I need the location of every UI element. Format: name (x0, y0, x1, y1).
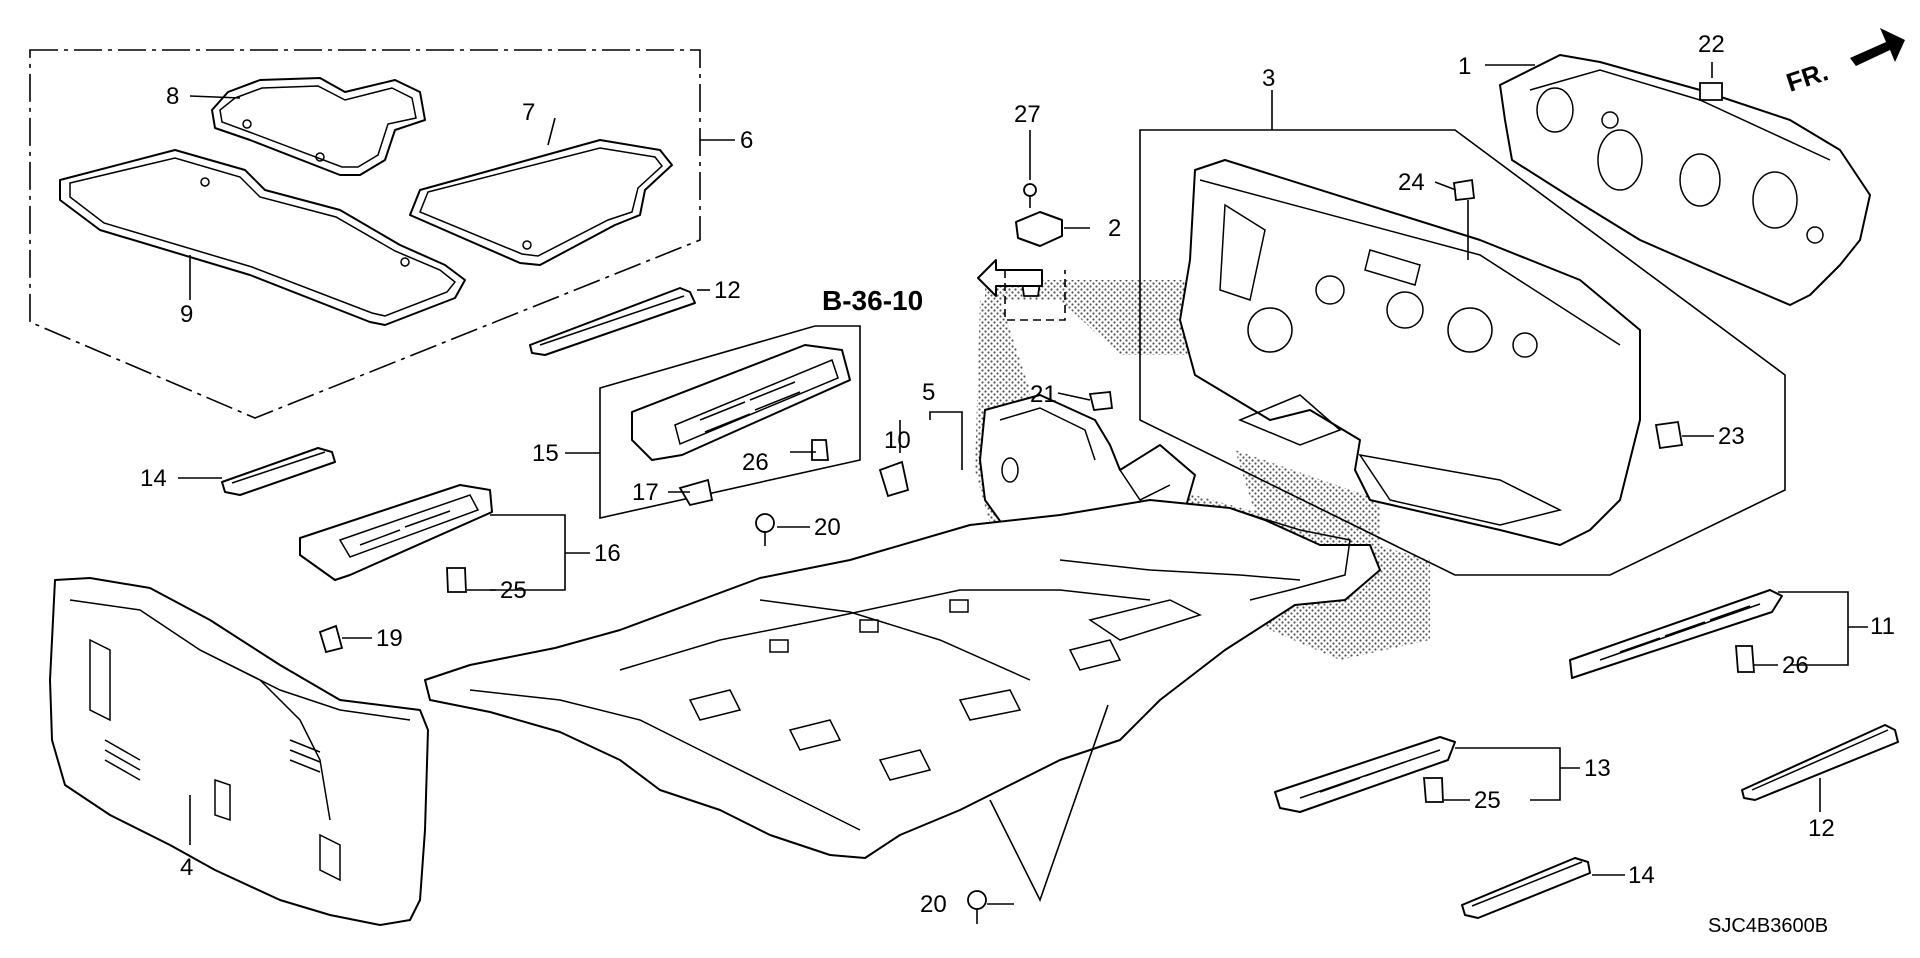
clip-25-right (1423, 777, 1444, 803)
callout-14-left: 14 (140, 465, 167, 492)
bracket-2 (1015, 211, 1063, 247)
callout-13: 13 (1584, 755, 1611, 782)
callout-12-upper: 12 (714, 277, 741, 304)
callout-2: 2 (1108, 215, 1121, 242)
group-bracket-16 (490, 514, 590, 591)
callout-21: 21 (1030, 381, 1057, 408)
callout-27: 27 (1014, 101, 1041, 128)
callout-26-upper: 26 (742, 449, 769, 476)
sill-garnish-12-right (1741, 724, 1899, 801)
scuff-plate-13 (1274, 736, 1456, 813)
callout-3: 3 (1262, 65, 1275, 92)
floor-mat-7 (409, 139, 673, 266)
floor-mat-8 (211, 77, 426, 176)
callout-20-upper: 20 (814, 514, 841, 541)
diagram-code: SJC4B3600B (1708, 915, 1828, 937)
callout-25-right: 25 (1474, 787, 1501, 814)
scuff-plate-16 (299, 484, 493, 581)
reference-arrow (977, 259, 1066, 321)
callout-7: 7 (522, 99, 535, 126)
callout-15: 15 (532, 440, 559, 467)
reference-label: B-36-10 (822, 285, 923, 316)
callout-17: 17 (632, 479, 659, 506)
callout-12-lower: 12 (1808, 815, 1835, 842)
callout-8: 8 (166, 83, 179, 110)
dashboard-insulator-3 (1179, 159, 1641, 546)
leader-lines (178, 62, 1821, 905)
clip-20-upper (755, 513, 775, 546)
callout-6: 6 (740, 127, 753, 154)
clip-26-right (1735, 645, 1755, 673)
clip-22 (1699, 82, 1723, 101)
group-bracket-13 (1455, 747, 1580, 801)
callout-16: 16 (594, 540, 621, 567)
callout-1: 1 (1458, 53, 1471, 80)
clip-21 (1088, 391, 1114, 411)
callout-22: 22 (1698, 31, 1725, 58)
group-box-15 (565, 325, 861, 519)
front-direction-arrow (1850, 28, 1905, 66)
floor-mat-9 (59, 149, 466, 326)
clip-23 (1654, 420, 1684, 450)
callout-5: 5 (922, 379, 935, 406)
callout-10: 10 (884, 427, 911, 454)
callouts: 1 2 3 4 5 6 7 8 9 10 11 12 12 13 14 14 1… (140, 31, 1895, 918)
callout-26-right: 26 (1782, 652, 1809, 679)
clip-19 (318, 624, 344, 654)
callout-9: 9 (180, 301, 193, 328)
callout-20-lower: 20 (920, 891, 947, 918)
sill-garnish-14-right (1461, 857, 1591, 919)
sill-garnish-14-left (221, 447, 336, 496)
scuff-plate-11 (1569, 589, 1783, 679)
floor-mat-group-box (29, 49, 735, 419)
screw-27 (1023, 183, 1037, 208)
clip-20-lower (967, 890, 987, 924)
callout-25-left: 25 (500, 577, 527, 604)
callout-24: 24 (1398, 169, 1425, 196)
group-box-3 (1139, 90, 1786, 576)
clip-26-upper (811, 439, 829, 461)
callout-19: 19 (376, 625, 403, 652)
clip-24 (1453, 178, 1475, 201)
floor-carpet-main (424, 499, 1381, 859)
callout-4: 4 (180, 854, 193, 881)
scuff-plate-15 (631, 344, 851, 461)
group-bracket-11 (1778, 591, 1868, 666)
callout-14-right: 14 (1628, 862, 1655, 889)
dash-insulator-1 (1499, 54, 1871, 306)
rear-panel-insulator-4 (49, 577, 429, 926)
clip-10 (878, 460, 910, 498)
clip-25-left (446, 567, 467, 593)
front-direction-label: FR. (1783, 56, 1832, 97)
clip-17 (678, 478, 714, 507)
callout-11: 11 (1870, 613, 1895, 640)
sill-garnish-12-upper (529, 287, 696, 356)
callout-23: 23 (1718, 423, 1745, 450)
